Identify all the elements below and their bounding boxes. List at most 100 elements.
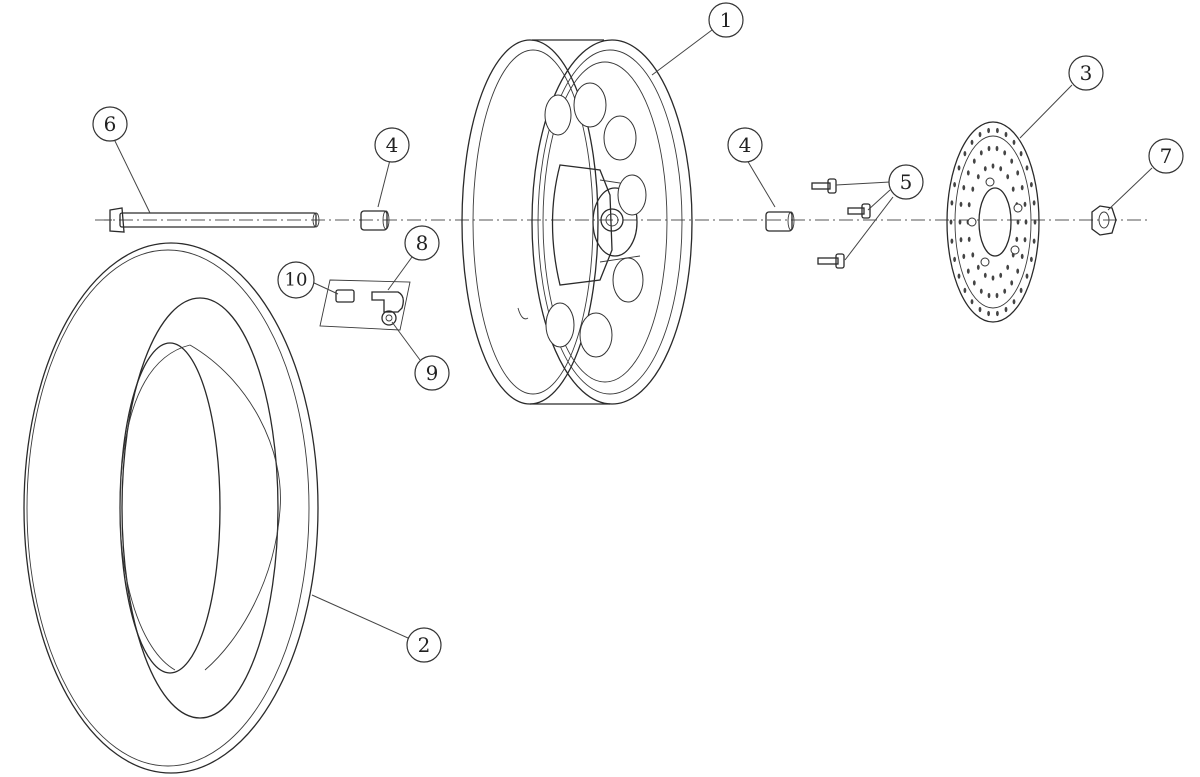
- vent-hole: [1003, 150, 1007, 156]
- vent-hole: [1010, 158, 1014, 164]
- callout-2: 2: [406, 627, 442, 663]
- vent-hole: [1006, 264, 1010, 270]
- vent-hole: [979, 288, 983, 294]
- vent-hole: [996, 310, 999, 317]
- callout-5: 5: [888, 164, 924, 200]
- bolt-bottom: [817, 253, 845, 269]
- callout-4-left: 4: [374, 127, 410, 163]
- vent-hole: [987, 292, 991, 299]
- vent-hole: [1016, 268, 1020, 274]
- vent-hole: [1025, 273, 1029, 279]
- vent-hole: [1030, 182, 1033, 188]
- vent-hole: [949, 219, 953, 225]
- vent-hole: [971, 252, 975, 258]
- wheel-rim: [461, 39, 693, 405]
- vent-hole: [987, 310, 990, 317]
- vent-hole: [962, 185, 966, 191]
- svg-text:10: 10: [285, 270, 308, 291]
- callout-3: 3: [1068, 55, 1104, 91]
- callout-6: 6: [92, 106, 128, 142]
- svg-text:5: 5: [900, 170, 913, 194]
- vent-hole: [1012, 139, 1016, 145]
- vent-hole: [1030, 256, 1033, 262]
- vent-hole: [999, 166, 1003, 172]
- bolt-top: [811, 178, 837, 194]
- vent-hole: [972, 280, 976, 286]
- vent-hole: [966, 268, 970, 274]
- vent-hole: [959, 201, 963, 207]
- vent-hole: [972, 158, 976, 164]
- callout-8: 8: [404, 225, 440, 261]
- vent-hole: [1016, 219, 1020, 225]
- svg-text:4: 4: [386, 133, 399, 157]
- axle-nut: [1091, 205, 1117, 236]
- vent-hole: [1006, 174, 1010, 180]
- vent-hole: [1016, 170, 1020, 176]
- vent-hole: [987, 127, 990, 134]
- disc-bolts: [811, 178, 871, 269]
- vent-hole: [1020, 253, 1024, 259]
- vent-hole: [978, 306, 982, 313]
- vent-hole: [983, 166, 987, 172]
- vent-hole: [950, 200, 954, 206]
- vent-hole: [953, 182, 956, 188]
- vent-hole: [1004, 306, 1008, 313]
- vent-hole: [976, 264, 980, 270]
- vent-hole: [967, 236, 971, 242]
- vent-hole: [991, 275, 995, 281]
- vent-hole: [1025, 165, 1029, 171]
- svg-text:6: 6: [104, 112, 117, 136]
- svg-text:3: 3: [1080, 61, 1093, 85]
- vent-hole: [970, 299, 974, 305]
- vent-hole: [963, 287, 967, 293]
- vent-hole: [1032, 200, 1036, 206]
- vent-hole: [1024, 219, 1028, 225]
- vent-hole: [962, 253, 966, 259]
- vent-hole: [978, 131, 982, 138]
- callout-9: 9: [414, 355, 450, 391]
- vent-hole: [1004, 131, 1008, 138]
- vent-hole: [957, 165, 961, 171]
- callout-10: 10: [277, 261, 315, 299]
- vent-hole: [1033, 219, 1037, 225]
- vent-hole: [1019, 151, 1023, 157]
- vent-hole: [1023, 237, 1027, 243]
- leader-lines: [113, 29, 1153, 639]
- vent-hole: [966, 170, 970, 176]
- vent-hole: [1012, 299, 1016, 305]
- vent-hole: [1010, 280, 1014, 286]
- vent-hole: [963, 151, 967, 157]
- vent-hole: [1019, 287, 1023, 293]
- callout-1: 1: [708, 2, 744, 38]
- vent-hole: [1011, 186, 1015, 192]
- vent-hole: [987, 145, 991, 152]
- vent-hole: [953, 256, 956, 262]
- vent-hole: [995, 145, 999, 152]
- vent-hole: [970, 139, 974, 145]
- vent-hole: [1032, 238, 1036, 244]
- vent-hole: [983, 272, 987, 278]
- spacer-right: [765, 211, 795, 232]
- vent-hole: [1015, 236, 1019, 242]
- vent-hole: [976, 174, 980, 180]
- svg-text:7: 7: [1160, 144, 1173, 168]
- svg-text:1: 1: [720, 8, 733, 32]
- vent-hole: [959, 237, 963, 243]
- vent-hole: [958, 219, 962, 225]
- valve-kit: [319, 279, 411, 331]
- vent-hole: [991, 163, 995, 169]
- vent-hole: [995, 292, 999, 299]
- tire: [23, 242, 319, 774]
- vent-hole: [999, 272, 1003, 278]
- vent-hole: [1020, 185, 1024, 191]
- vent-hole: [996, 127, 999, 134]
- vent-hole: [1003, 288, 1007, 294]
- vent-hole: [979, 150, 983, 156]
- axle: [104, 207, 320, 233]
- disc-vent-holes: [949, 127, 1037, 317]
- callout-7: 7: [1148, 138, 1184, 174]
- svg-text:8: 8: [416, 231, 429, 255]
- spacer-left: [360, 210, 390, 231]
- brake-disc: [946, 121, 1040, 323]
- vent-hole: [967, 202, 971, 208]
